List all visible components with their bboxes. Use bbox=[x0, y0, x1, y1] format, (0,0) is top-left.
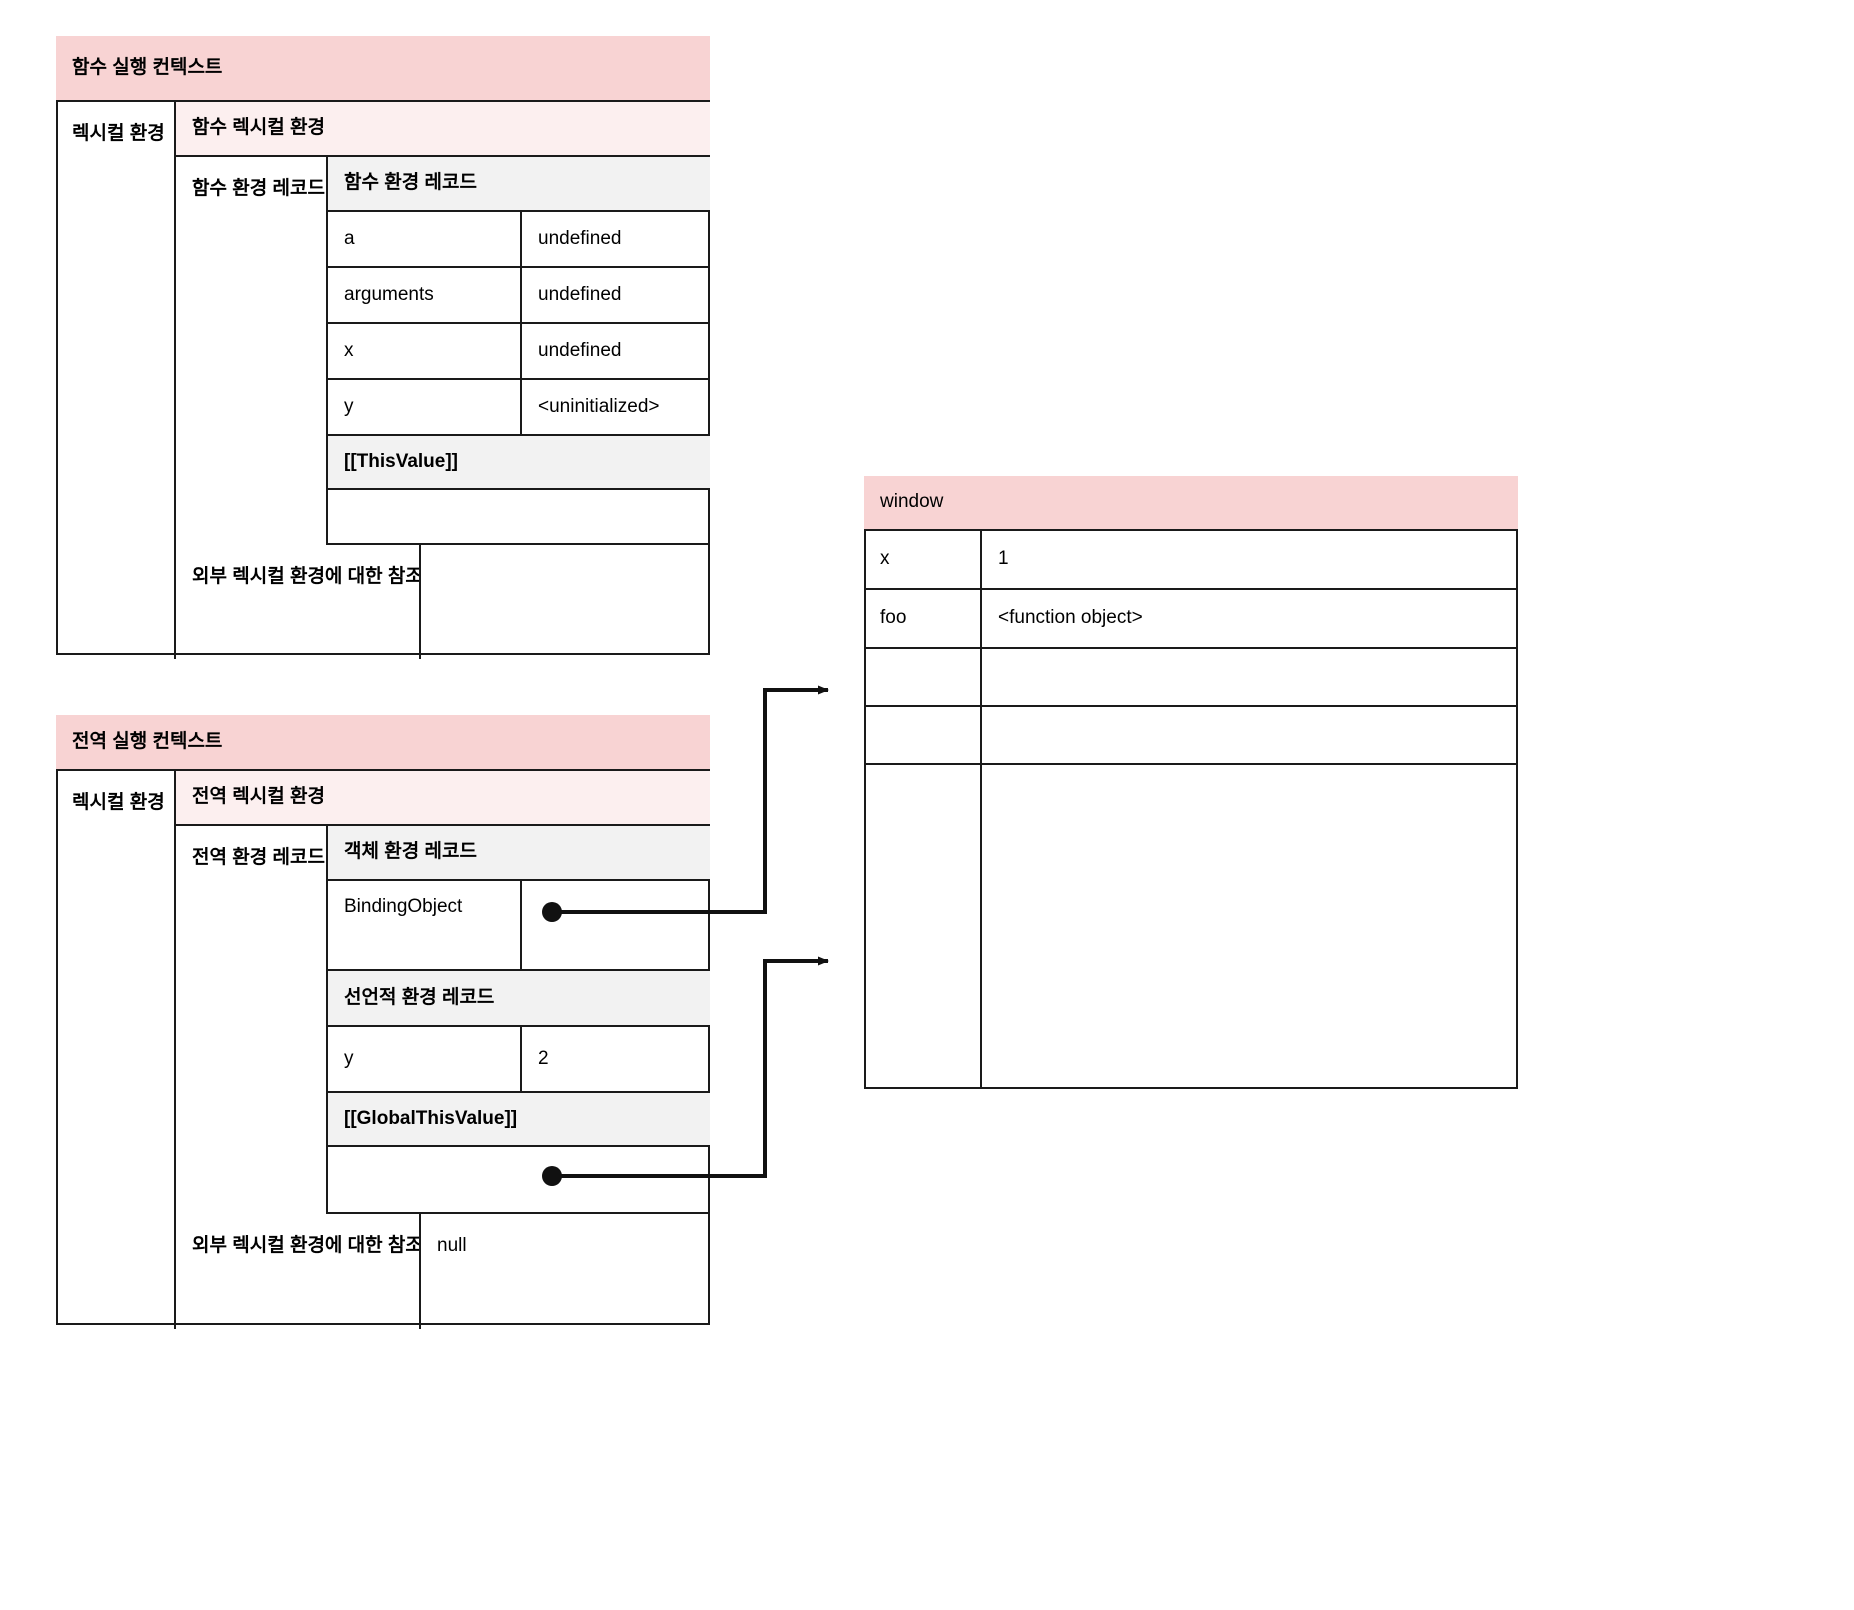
function-binding-name-1: arguments bbox=[328, 268, 522, 324]
function-binding-name-2: x bbox=[328, 324, 522, 380]
window-prop-name-3 bbox=[864, 707, 982, 765]
global-declarative-binding-name-0: y bbox=[328, 1027, 522, 1093]
global-lexical-env-label: 렉시컬 환경 bbox=[56, 771, 176, 1329]
function-binding-value-1: undefined bbox=[522, 268, 710, 324]
function-binding-name-3: y bbox=[328, 380, 522, 436]
window-object-box: window x 1 foo <function object> bbox=[864, 476, 1518, 1089]
window-prop-name-2 bbox=[864, 649, 982, 707]
function-binding-value-0: undefined bbox=[522, 212, 710, 268]
global-binding-object-label: BindingObject bbox=[328, 881, 522, 971]
window-prop-value-0: 1 bbox=[982, 531, 1518, 590]
global-execution-context-header: 전역 실행 컨텍스트 bbox=[56, 715, 710, 771]
window-prop-name-4 bbox=[864, 765, 982, 1089]
window-prop-value-3 bbox=[982, 707, 1518, 765]
window-object-header: window bbox=[864, 476, 1518, 531]
function-execution-context-header: 함수 실행 컨텍스트 bbox=[56, 36, 710, 102]
function-this-value bbox=[328, 490, 710, 545]
function-this-value-label: [[ThisValue]] bbox=[328, 436, 710, 490]
global-this-value bbox=[328, 1147, 710, 1214]
global-outer-ref-value: null bbox=[437, 1235, 467, 1256]
function-binding-value-3: <uninitialized> bbox=[522, 380, 710, 436]
function-outer-ref-label: 외부 렉시컬 환경에 대한 참조 bbox=[176, 545, 421, 659]
global-binding-object-value bbox=[522, 881, 710, 971]
function-lexical-env-title: 함수 렉시컬 환경 bbox=[176, 102, 710, 157]
global-lexical-env-title: 전역 렉시컬 환경 bbox=[176, 771, 710, 826]
globalthisvalue-connector-dot bbox=[542, 1166, 562, 1186]
function-binding-value-2: undefined bbox=[522, 324, 710, 380]
window-prop-name-0: x bbox=[864, 531, 982, 590]
global-declarative-binding-value-0: 2 bbox=[522, 1027, 710, 1093]
function-env-record-label: 함수 환경 레코드 bbox=[176, 157, 328, 545]
window-prop-value-2 bbox=[982, 649, 1518, 707]
function-execution-context-box: 함수 실행 컨텍스트 렉시컬 환경 함수 렉시컬 환경 함수 환경 레코드 함수… bbox=[56, 36, 710, 659]
global-env-record-label: 전역 환경 레코드 bbox=[176, 826, 328, 1214]
global-object-record-title: 객체 환경 레코드 bbox=[328, 826, 710, 881]
global-outer-ref-label: 외부 렉시컬 환경에 대한 참조 bbox=[176, 1214, 421, 1329]
function-outer-ref-value bbox=[421, 545, 710, 659]
function-env-record-title: 함수 환경 레코드 bbox=[328, 157, 710, 212]
function-binding-name-0: a bbox=[328, 212, 522, 268]
window-prop-value-4 bbox=[982, 765, 1518, 1089]
global-execution-context-box: 전역 실행 컨텍스트 렉시컬 환경 전역 렉시컬 환경 전역 환경 레코드 객체… bbox=[56, 715, 710, 1329]
function-lexical-env-label: 렉시컬 환경 bbox=[56, 102, 176, 659]
bindingobject-connector-dot bbox=[542, 902, 562, 922]
global-declarative-record-title: 선언적 환경 레코드 bbox=[328, 971, 710, 1027]
global-this-value-label: [[GlobalThisValue]] bbox=[328, 1093, 710, 1147]
window-prop-name-1: foo bbox=[864, 590, 982, 649]
window-prop-value-1: <function object> bbox=[982, 590, 1518, 649]
